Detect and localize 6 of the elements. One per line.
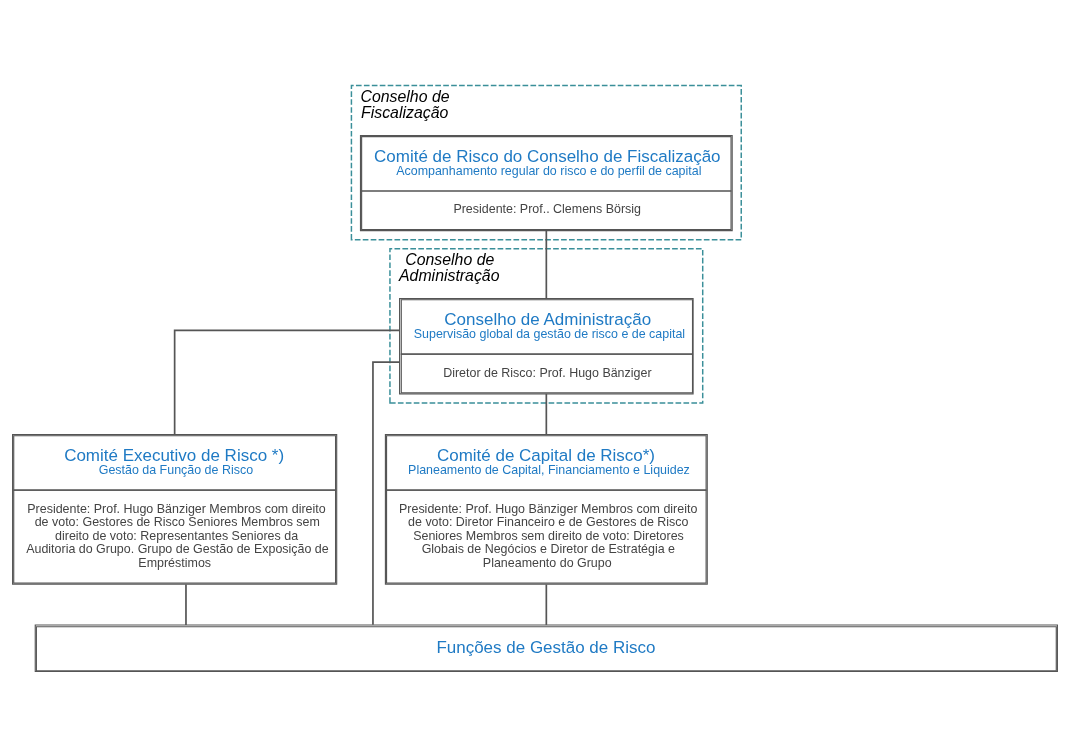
- connector: [173, 329, 401, 435]
- connector: [545, 229, 548, 299]
- connector: [372, 360, 401, 626]
- connector: [185, 583, 187, 626]
- connector: [545, 392, 548, 435]
- connector: [545, 583, 548, 626]
